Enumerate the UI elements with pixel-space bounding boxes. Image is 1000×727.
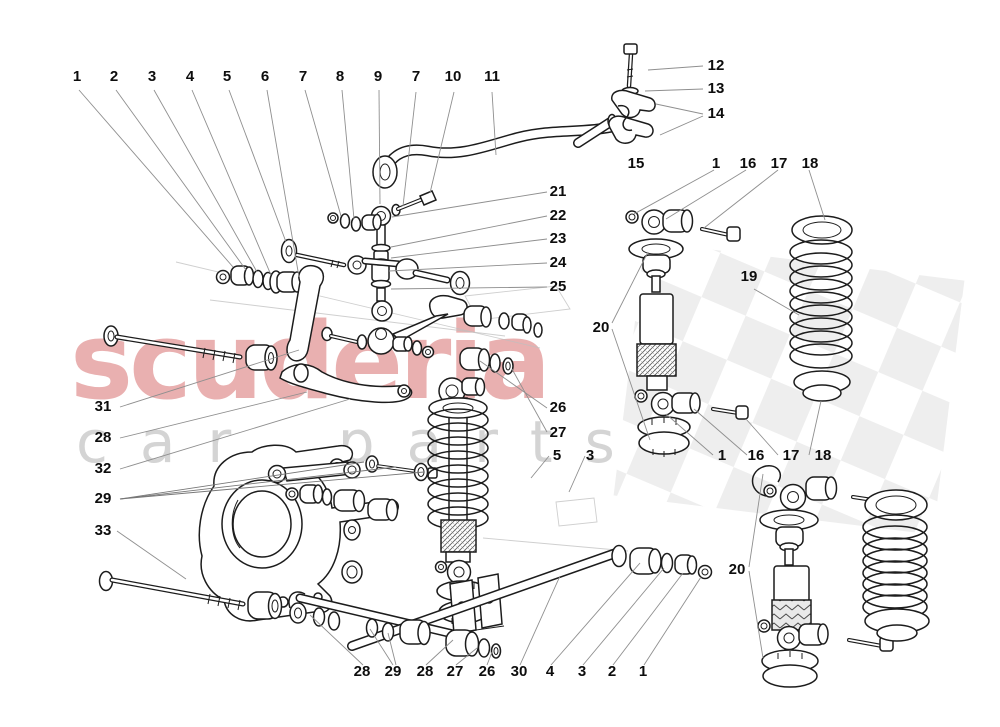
mid-bolt bbox=[280, 238, 347, 269]
subtext-watermark: car parts bbox=[76, 408, 647, 476]
part-label: 17 bbox=[771, 155, 788, 172]
part-label: 27 bbox=[550, 424, 567, 441]
bushing-row-a bbox=[463, 305, 543, 338]
part-label: 23 bbox=[550, 230, 567, 247]
part-label: 13 bbox=[708, 80, 725, 97]
stabilizer-drop-link bbox=[367, 205, 404, 355]
part-label: 28 bbox=[417, 663, 434, 680]
part-labels: 1 2 3 4 5 6 7 8 9 7 10 11 12 13 14 15 1 … bbox=[73, 57, 832, 680]
part-label: 27 bbox=[447, 663, 464, 680]
part-label: 18 bbox=[802, 155, 819, 172]
part-label: 15 bbox=[628, 155, 645, 172]
radius-rod bbox=[98, 570, 246, 611]
leader-lines bbox=[78, 65, 826, 666]
part-label: 29 bbox=[95, 490, 112, 507]
clamp-upper-half bbox=[611, 89, 656, 119]
part-label: 19 bbox=[741, 268, 758, 285]
part-label: 8 bbox=[336, 68, 344, 85]
hub-bolt bbox=[365, 455, 438, 482]
hub-carrier bbox=[198, 444, 399, 622]
part-label: 5 bbox=[553, 447, 561, 464]
checkered-flag-watermark bbox=[613, 241, 965, 535]
part-label: 17 bbox=[783, 447, 800, 464]
part-label: 29 bbox=[385, 663, 402, 680]
sway-bar-clamp bbox=[608, 43, 656, 144]
bushing-row-b bbox=[459, 347, 514, 375]
sway-bar bbox=[372, 113, 618, 189]
part-label: 20 bbox=[593, 319, 610, 336]
coil-spring-19 bbox=[789, 215, 853, 402]
ball-joint bbox=[367, 327, 395, 355]
bottom-bushings bbox=[247, 591, 502, 659]
part-label: 7 bbox=[299, 68, 307, 85]
part-label: 4 bbox=[546, 663, 555, 680]
part-label: 14 bbox=[708, 105, 725, 122]
part-label: 28 bbox=[95, 429, 112, 446]
part-label: 5 bbox=[223, 68, 231, 85]
upper-link-arm bbox=[347, 255, 471, 296]
part-label: 11 bbox=[484, 68, 500, 85]
part-label: 24 bbox=[550, 254, 567, 271]
part-label: 2 bbox=[608, 663, 616, 680]
washer-row-upper bbox=[327, 212, 382, 232]
part-label: 3 bbox=[578, 663, 586, 680]
part-label: 2 bbox=[110, 68, 118, 85]
part-label: 12 bbox=[708, 57, 725, 74]
part-label: 3 bbox=[148, 68, 156, 85]
lower-arm-long bbox=[347, 544, 713, 651]
coil-spring-lower-right bbox=[862, 489, 930, 642]
part-label: 10 bbox=[445, 68, 462, 85]
long-bolt-upper bbox=[103, 325, 278, 371]
clamp-bolt bbox=[623, 43, 638, 55]
part-label: 1 bbox=[718, 447, 726, 464]
link-bolt bbox=[391, 190, 437, 217]
part-label: 32 bbox=[95, 460, 112, 477]
hub-bushing bbox=[367, 498, 399, 522]
part-label: 21 bbox=[550, 183, 567, 200]
part-label: 20 bbox=[729, 561, 746, 578]
bushing-row-left bbox=[215, 265, 312, 295]
part-label: 1 bbox=[73, 68, 81, 85]
part-label: 16 bbox=[748, 447, 765, 464]
part-label: 25 bbox=[550, 278, 567, 295]
part-label: 30 bbox=[511, 663, 528, 680]
part-label: 26 bbox=[550, 399, 567, 416]
coil-spring-center bbox=[427, 408, 489, 530]
shock-absorber-right bbox=[625, 209, 749, 457]
part-label: 26 bbox=[479, 663, 496, 680]
part-label: 31 bbox=[95, 398, 112, 415]
part-label: 1 bbox=[712, 155, 720, 172]
part-label: 1 bbox=[639, 663, 647, 680]
part-label: 9 bbox=[374, 68, 382, 85]
part-label: 4 bbox=[186, 68, 195, 85]
part-label: 18 bbox=[815, 447, 832, 464]
part-label: 16 bbox=[740, 155, 757, 172]
part-label: 28 bbox=[354, 663, 371, 680]
camber-links bbox=[279, 264, 413, 404]
ball-joint-row bbox=[321, 326, 435, 359]
part-label: 33 bbox=[95, 522, 112, 539]
part-label: 6 bbox=[261, 68, 269, 85]
part-label: 3 bbox=[586, 447, 594, 464]
part-label: 22 bbox=[550, 207, 567, 224]
part-label: 7 bbox=[412, 68, 420, 85]
